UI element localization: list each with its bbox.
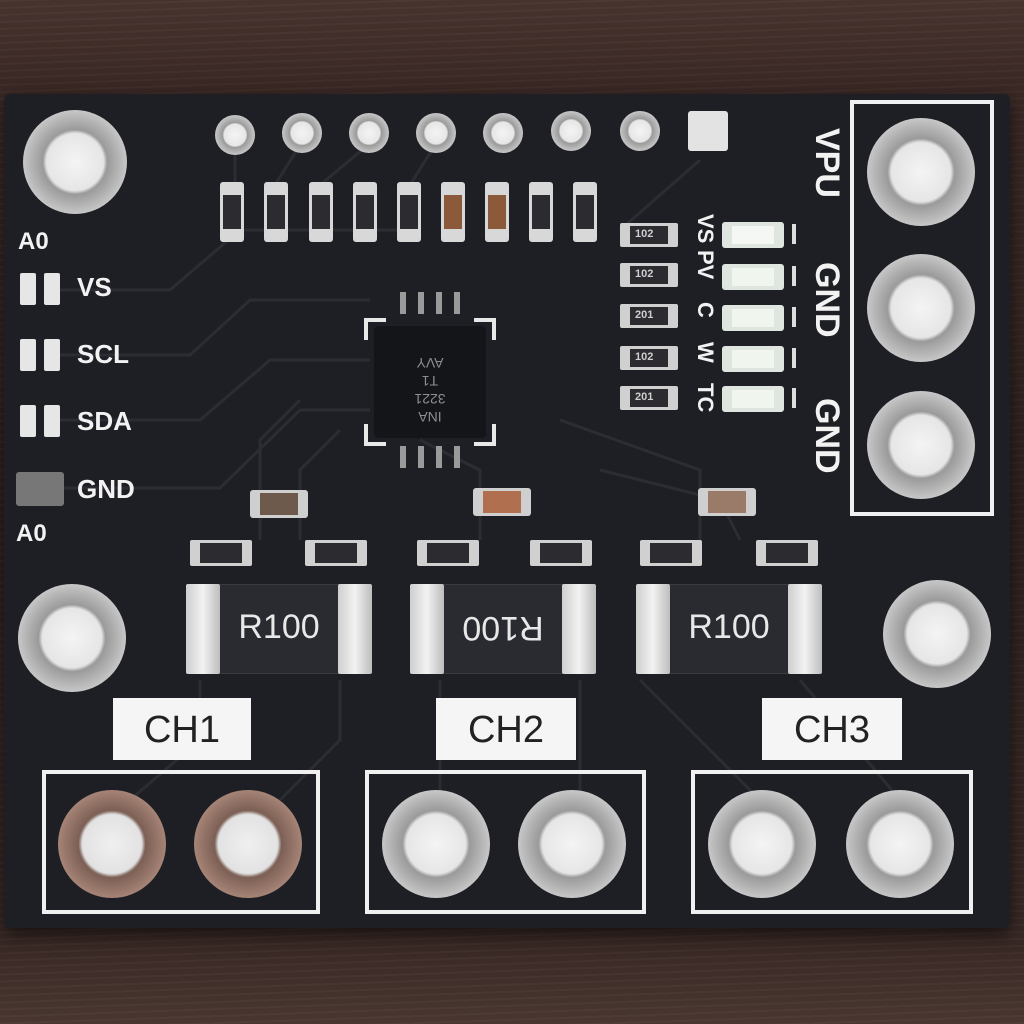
ch2-terminal-pad <box>518 790 626 898</box>
power-header-outline <box>850 100 994 516</box>
label-gnd-power-2: GND <box>808 398 846 474</box>
mounting-hole <box>23 110 127 214</box>
chip-line: INA <box>418 409 442 425</box>
ch1-terminal-pad <box>194 790 302 898</box>
label-led-c: C <box>693 302 718 318</box>
gnd-pad <box>867 391 975 499</box>
resistor-code: 201 <box>635 391 654 403</box>
mounting-hole <box>18 584 126 692</box>
gnd-pad <box>867 254 975 362</box>
resistor-code: 201 <box>635 309 654 321</box>
ic-chip <box>364 292 496 468</box>
label-vs: VS <box>77 272 112 302</box>
channel-label-ch3: CH3 <box>762 698 902 760</box>
filter-resistors <box>190 540 818 566</box>
top-resistor-row <box>220 182 597 242</box>
label-led-tc: TC <box>693 383 718 413</box>
resistor-code: 102 <box>635 351 654 363</box>
filter-capacitors <box>250 488 756 518</box>
resistor-code: 102 <box>635 268 654 280</box>
label-led-w: W <box>693 342 718 363</box>
channel-label-ch2: CH2 <box>436 698 576 760</box>
mounting-hole <box>883 580 991 688</box>
ch3-terminal-pad <box>708 790 816 898</box>
shunt-resistor-1: R100 <box>186 584 372 674</box>
channel-terminal-outlines <box>42 770 973 914</box>
label-scl: SCL <box>77 339 129 369</box>
chip-line: 3221 <box>414 391 446 407</box>
label-led-vs: VS <box>693 214 718 244</box>
left-pin-pads <box>16 273 64 506</box>
label-sda: SDA <box>77 406 132 436</box>
label-a0-bottom: A0 <box>16 520 47 547</box>
ch3-terminal-pad <box>846 790 954 898</box>
shunt-label: R100 <box>688 608 770 646</box>
label-a0-top: A0 <box>18 228 49 255</box>
chip-marking: INA 3221 T1 AVY <box>384 338 476 426</box>
label-led-pv: PV <box>693 250 718 280</box>
shunt-resistor-2: R100 <box>410 584 596 674</box>
shunt-label: R100 <box>462 609 544 647</box>
label-vpu: VPU <box>808 128 846 198</box>
top-header-pads <box>215 111 728 155</box>
status-leds <box>722 222 796 412</box>
ch1-terminal-pad <box>58 790 166 898</box>
chip-line: T1 <box>421 373 439 389</box>
shunt-resistor-3: R100 <box>636 584 822 674</box>
vpu-pad <box>867 118 975 226</box>
led-resistors <box>620 223 678 410</box>
ch2-terminal-pad <box>382 790 490 898</box>
label-gnd-power-1: GND <box>808 262 846 338</box>
channel-label-ch1: CH1 <box>113 698 251 760</box>
label-gnd: GND <box>77 474 135 504</box>
chip-line: AVY <box>416 355 444 371</box>
shunt-label: R100 <box>238 608 320 646</box>
resistor-code: 102 <box>635 228 654 240</box>
